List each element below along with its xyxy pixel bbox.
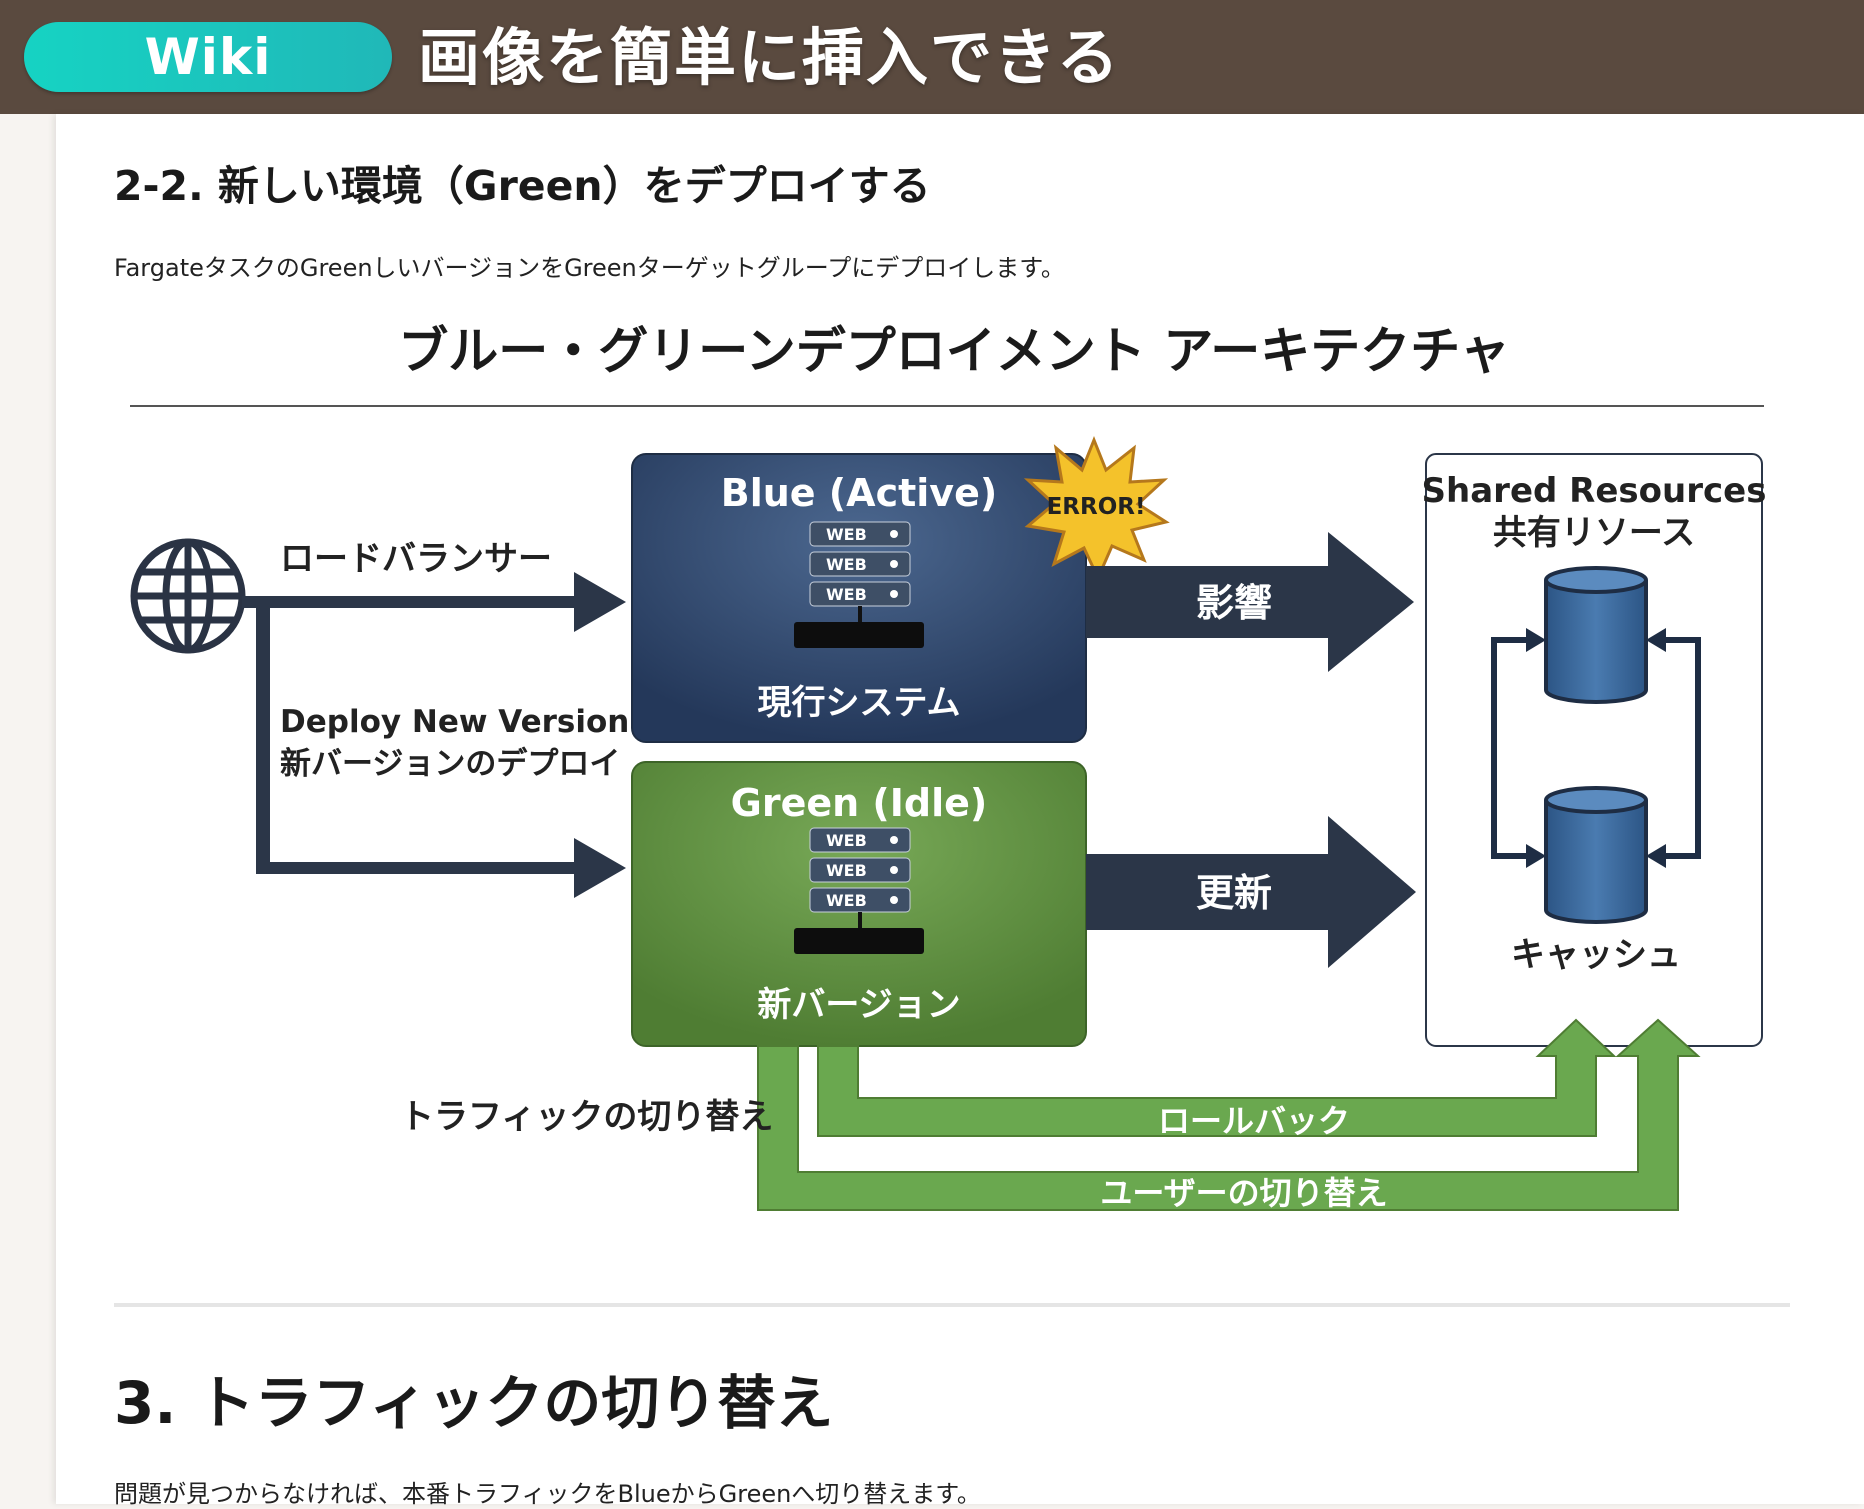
- server-label: WEB: [826, 525, 867, 544]
- deploy-path: [256, 598, 270, 872]
- deploy-label-en: Deploy New Version: [280, 704, 629, 740]
- update-arrow: [1086, 816, 1416, 968]
- header-banner: Wiki 画像を簡単に挿入できる: [0, 0, 1864, 114]
- green-server-stack: WEB WEB WEB: [794, 827, 924, 954]
- section-2-2-body: FargateタスクのGreenしいバージョンをGreenターゲットグループにデ…: [114, 254, 1065, 282]
- rollback-arrow: [817, 1018, 1617, 1137]
- section-3-body: 問題が見つからなければ、本番トラフィックをBlueからGreenへ切り替えます。: [114, 1480, 981, 1508]
- error-badge: ERROR!: [1047, 494, 1146, 520]
- sync-bracket-right: [1654, 637, 1701, 859]
- green-environment: Green (Idle) WEB WEB WEB 新バージョン: [631, 761, 1087, 1047]
- architecture-diagram: ブルー・グリーンデプロイメント アーキテクチャ ロードバランサー Deploy …: [114, 316, 1794, 1256]
- blue-server-stack: WEB WEB WEB: [794, 521, 924, 648]
- rollback-label: ロールバック: [1158, 1102, 1350, 1140]
- deploy-arrow: [256, 838, 626, 898]
- section-heading-3: 3. トラフィックの切り替え: [114, 1369, 834, 1437]
- section-heading-2-2: 2-2. 新しい環境（Green）をデプロイする: [114, 162, 931, 210]
- database-icon: [1544, 566, 1648, 704]
- section-divider: [114, 1303, 1790, 1307]
- cache-icon: [1544, 786, 1648, 924]
- server-label: WEB: [826, 891, 867, 910]
- blue-title: Blue (Active): [721, 471, 997, 515]
- green-title: Green (Idle): [731, 781, 988, 825]
- server-label: WEB: [826, 555, 867, 574]
- user-switch-label: ユーザーの切り替え: [1100, 1174, 1387, 1212]
- blue-caption: 現行システム: [758, 683, 961, 723]
- diagram-title: ブルー・グリーンデプロイメント アーキテクチャ: [398, 322, 1509, 380]
- green-caption: 新バージョン: [757, 985, 960, 1025]
- server-label: WEB: [826, 861, 867, 880]
- shared-title-en: Shared Resources: [1422, 471, 1767, 511]
- globe-icon: [130, 538, 246, 654]
- server-label: WEB: [826, 585, 867, 604]
- cache-label: キャッシュ: [1511, 935, 1681, 975]
- banner-title: 画像を簡単に挿入できる: [418, 21, 1121, 94]
- impact-label: 影響: [1196, 581, 1272, 625]
- server-label: WEB: [826, 831, 867, 850]
- shared-title-ja: 共有リソース: [1493, 513, 1695, 553]
- wiki-badge: Wiki: [24, 22, 392, 92]
- shared-resources: Shared Resources 共有リソース キャッシュ: [1422, 453, 1767, 1047]
- blue-environment: Blue (Active) WEB WEB WEB 現行システム: [631, 453, 1087, 743]
- traffic-switch-label: トラフィックの切り替え: [400, 1097, 773, 1137]
- load-balancer-label: ロードバランサー: [280, 539, 552, 579]
- user-switch-arrow: [757, 1018, 1701, 1211]
- impact-arrow: [1086, 532, 1414, 672]
- deploy-label-ja: 新バージョンのデプロイ: [280, 746, 620, 782]
- load-balancer-arrow: [242, 572, 626, 632]
- update-label: 更新: [1196, 871, 1272, 915]
- sync-bracket-left: [1491, 637, 1538, 859]
